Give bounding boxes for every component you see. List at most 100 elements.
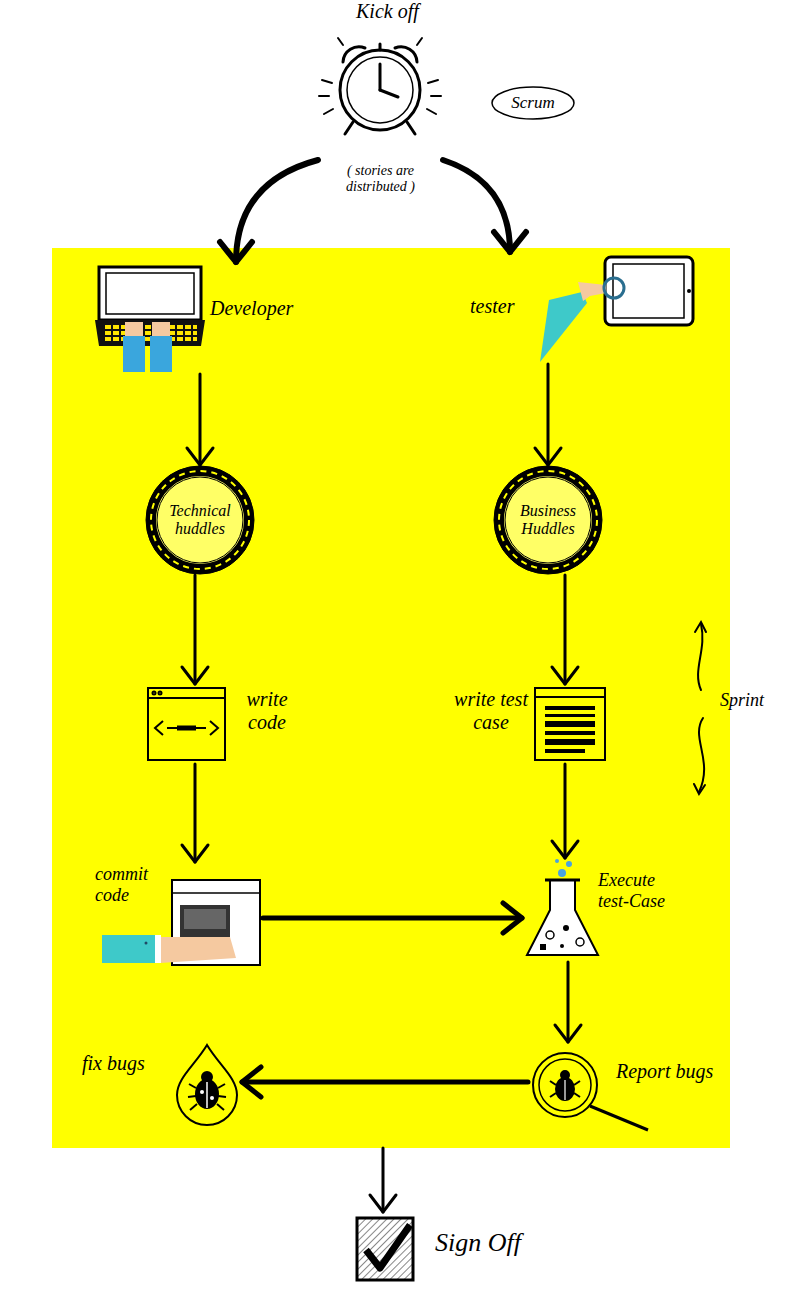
alarm-clock-part <box>431 95 441 97</box>
arrow-head <box>242 1067 261 1097</box>
flask-icon-part <box>566 861 572 867</box>
laptop-icon-part <box>123 336 145 372</box>
circle-outline <box>146 466 254 574</box>
alarm-clock-part <box>319 95 329 97</box>
alarm-clock-part <box>379 64 382 90</box>
flow-arrow <box>220 160 318 262</box>
code-window-icon <box>148 688 225 760</box>
code-window-icon-part <box>153 692 156 695</box>
circle-outline <box>151 471 249 569</box>
node-label: write code <box>238 688 296 734</box>
bug-drop-icon-part <box>200 1090 204 1094</box>
commit-box-icon-part <box>172 892 260 894</box>
circle-outline <box>499 471 597 569</box>
circle-outline <box>505 477 591 563</box>
tablet-icon-part <box>605 257 693 325</box>
node-label: tester <box>470 295 514 318</box>
flask-icon-part <box>545 879 580 882</box>
magnifier-bug-icon-part <box>561 1071 569 1079</box>
arrow-head <box>220 242 252 262</box>
circle-outline <box>494 466 602 574</box>
code-window-icon-part <box>177 726 196 731</box>
magnifier-bug-icon-part <box>533 1053 597 1117</box>
sprint-arrows-part <box>694 784 705 794</box>
code-window-icon-part <box>210 721 218 735</box>
commit-box-icon-part <box>160 937 236 963</box>
flask-icon-part <box>555 859 559 863</box>
flask-icon-part <box>576 938 584 946</box>
sprint-arrows <box>694 622 706 794</box>
tablet-icon-part <box>578 282 606 301</box>
node-label: Sign Off <box>435 1228 521 1258</box>
node-label: commit code <box>95 864 153 905</box>
test-document-icon-part <box>535 688 605 760</box>
circle-outline <box>499 471 597 569</box>
bug-drop-icon-part <box>218 1096 226 1097</box>
kickoff-node: Kick off ( stories are distributed ) <box>318 0 443 225</box>
alarm-clock-part <box>324 109 333 114</box>
sprint-arrows-part <box>695 622 706 632</box>
arrow-line <box>194 764 197 862</box>
arrow-line <box>567 962 570 1042</box>
arrow-head <box>555 1025 581 1042</box>
test-document-icon-part <box>545 721 595 727</box>
ellipse-outline <box>492 87 574 119</box>
scrum-ellipse: Scrum <box>490 85 576 121</box>
flow-arrow <box>242 1067 528 1097</box>
arrow-head <box>370 1195 396 1212</box>
node-label: ( stories are distributed ) <box>333 163 428 195</box>
arrow-head <box>187 448 213 465</box>
flow-arrow <box>182 764 208 862</box>
alarm-clock <box>319 38 441 134</box>
bug-drop-icon-part <box>206 1082 208 1108</box>
flow-arrow <box>263 903 522 933</box>
magnifier-bug-icon-part <box>564 1080 565 1100</box>
flow-arrow <box>182 575 208 684</box>
laptop-icon-part <box>106 273 194 314</box>
bug-drop-icon-part <box>196 1080 218 1108</box>
test-document-icon-part <box>545 739 595 745</box>
circle-outline <box>157 477 243 563</box>
test-document-icon-part <box>545 731 595 735</box>
bug-drop-icon-part <box>218 1084 225 1088</box>
node-label: Kick off <box>356 0 419 23</box>
alarm-clock-part <box>338 38 343 45</box>
huddle-circle: Business Huddles <box>493 465 603 575</box>
arrow-line <box>564 575 567 684</box>
code-window-icon-part <box>159 692 162 695</box>
flask-icon-part <box>558 869 566 877</box>
alarm-clock-part <box>340 50 420 130</box>
sprint-arrows-part <box>698 624 702 690</box>
laptop-icon-part <box>125 322 143 337</box>
alarm-clock-part <box>380 90 398 97</box>
flask-icon-part <box>563 925 569 931</box>
test-document-icon-part <box>545 714 595 717</box>
bug-drop-icon <box>177 1045 237 1125</box>
alarm-clock-part <box>322 80 332 83</box>
arrow-head <box>552 841 578 858</box>
fix-bugs-step: fix bugs <box>80 1042 242 1124</box>
alarm-clock-part <box>379 44 382 50</box>
flow-arrow <box>552 575 578 684</box>
sprint-arrows-part <box>699 718 704 792</box>
huddle-circle: Technical huddles <box>145 465 255 575</box>
magnifier-bug-icon-part <box>590 1106 648 1130</box>
alarm-clock-part <box>395 47 417 62</box>
magnifier-bug-icon-part <box>574 1081 580 1085</box>
flask-icon-part <box>527 880 598 955</box>
code-window-icon-part <box>155 721 163 735</box>
node-label: fix bugs <box>82 1052 145 1075</box>
alarm-clock-part <box>347 57 413 123</box>
flow-arrow <box>370 1148 396 1212</box>
node-label: Developer <box>210 297 293 320</box>
flow-arrow <box>187 374 213 465</box>
alarm-clock-part <box>428 80 438 83</box>
check-box-icon-part <box>357 1218 413 1280</box>
alarm-clock-part <box>427 109 436 114</box>
flow-arrow <box>535 364 561 465</box>
check-box-icon <box>357 1218 413 1280</box>
alarm-clock-part <box>407 122 415 134</box>
code-step: write code <box>146 684 300 764</box>
